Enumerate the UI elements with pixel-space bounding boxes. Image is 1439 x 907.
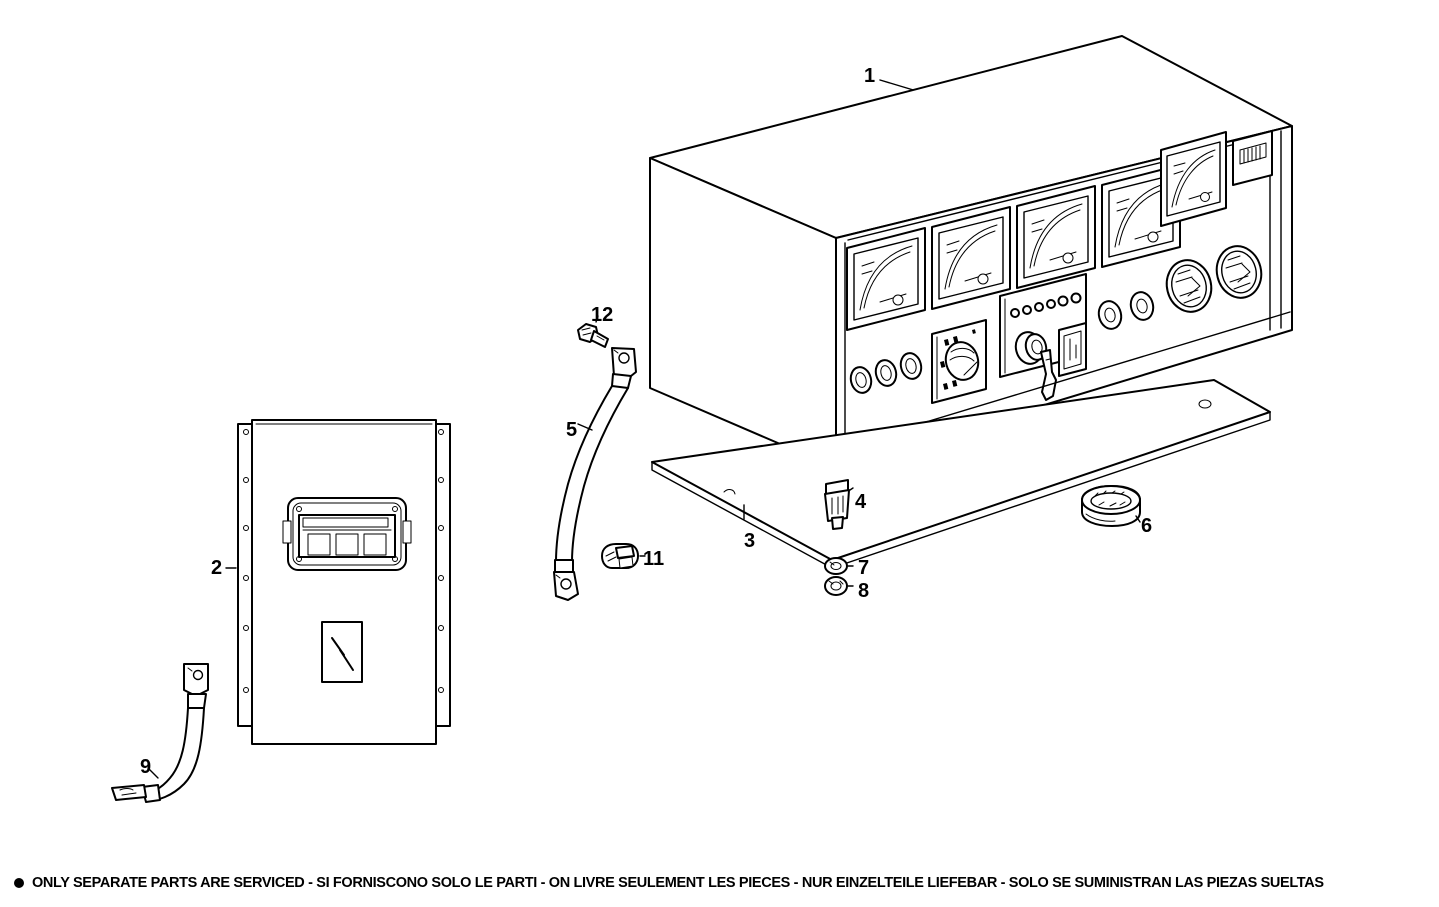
callout-9: 9: [140, 756, 152, 778]
terminal-pole[interactable]: [307, 533, 331, 556]
callout-7: 7: [858, 557, 870, 579]
indicator-lamp[interactable]: [848, 365, 874, 395]
rotary-knob[interactable]: [1128, 290, 1156, 322]
hour-meter-display[interactable]: [1232, 130, 1273, 186]
leader-line-12: [595, 315, 599, 323]
junction-box-panel[interactable]: [225, 419, 451, 745]
leader-line-6: [1135, 515, 1141, 523]
terminal-pole[interactable]: [363, 533, 387, 556]
callout-2: 2: [211, 557, 223, 579]
base-plate-hole-right: [1198, 399, 1212, 409]
terminal-pole[interactable]: [335, 533, 359, 556]
key: [1040, 349, 1057, 401]
callout-5: 5: [566, 419, 578, 441]
socket-group: [1161, 241, 1266, 316]
panel-body: [251, 419, 437, 745]
indicator-lamp-row-module: [1010, 292, 1082, 318]
bullet-dot-icon: [14, 878, 24, 888]
callout-6: 6: [1141, 515, 1153, 537]
callout-12: 12: [591, 304, 614, 326]
cable-terminal-lower-9: [111, 784, 147, 801]
base-mounting-plate[interactable]: [651, 379, 1271, 569]
control-panel-box[interactable]: [649, 35, 1293, 469]
key-switch[interactable]: [1013, 329, 1057, 401]
cable-body-edge: [571, 387, 629, 563]
footer-note-text: ONLY SEPARATE PARTS ARE SERVICED - SI FO…: [32, 875, 1324, 891]
gauge-group: [846, 131, 1227, 331]
analog-gauge[interactable]: [846, 227, 926, 331]
hex-flange-screw[interactable]: [577, 315, 609, 348]
bonding-cable-long[interactable]: [553, 347, 637, 601]
base-plate-edge-right: [831, 411, 1271, 569]
analog-gauge[interactable]: [931, 206, 1011, 310]
analog-gauge[interactable]: [1160, 131, 1227, 227]
cable-clamp-clip[interactable]: [601, 543, 646, 569]
callout-1: 1: [864, 65, 876, 87]
analog-gauge[interactable]: [1016, 185, 1096, 289]
cable-crimp-upper-9: [187, 693, 207, 709]
rubber-grommet-ring[interactable]: [1081, 485, 1141, 527]
cable-body: [555, 385, 613, 563]
indicator-lamp-row-left: [848, 351, 924, 395]
panel-socket[interactable]: [1211, 241, 1266, 302]
washer[interactable]: [824, 557, 854, 575]
callout-8: 8: [858, 580, 870, 602]
leader-line-9: [147, 767, 159, 779]
callout-11: 11: [643, 548, 665, 570]
cable-crimp-upper: [611, 373, 632, 389]
lightning-bolt-warning-label: [321, 621, 363, 683]
callout-3: 3: [744, 530, 756, 552]
terminal-block[interactable]: [282, 497, 412, 571]
rotary-selector-switch[interactable]: [931, 319, 987, 404]
cable-terminal-lower: [553, 571, 579, 601]
knob-group: [1096, 290, 1156, 331]
rotary-knob[interactable]: [1096, 299, 1124, 331]
panel-socket[interactable]: [1161, 255, 1216, 316]
leader-line-5: [577, 423, 593, 431]
leader-line-4: [849, 487, 854, 491]
screw-shank: [590, 330, 609, 348]
base-plate-hole-left: [723, 489, 736, 495]
ground-cable-short[interactable]: [111, 663, 209, 803]
cable-body-9: [139, 707, 189, 795]
toggle-switch[interactable]: [1058, 322, 1087, 377]
nut[interactable]: [824, 576, 854, 596]
footer-note: ONLY SEPARATE PARTS ARE SERVICED - SI FO…: [14, 872, 1434, 894]
callout-4: 4: [855, 491, 867, 513]
lightning-bolt-icon: [331, 637, 354, 671]
indicator-lamp[interactable]: [873, 358, 899, 388]
cable-terminal-upper-9: [183, 663, 209, 697]
indicator-lamp[interactable]: [898, 351, 924, 381]
key-switch-module[interactable]: [999, 273, 1087, 401]
anti-vibration-mount[interactable]: [824, 479, 854, 530]
